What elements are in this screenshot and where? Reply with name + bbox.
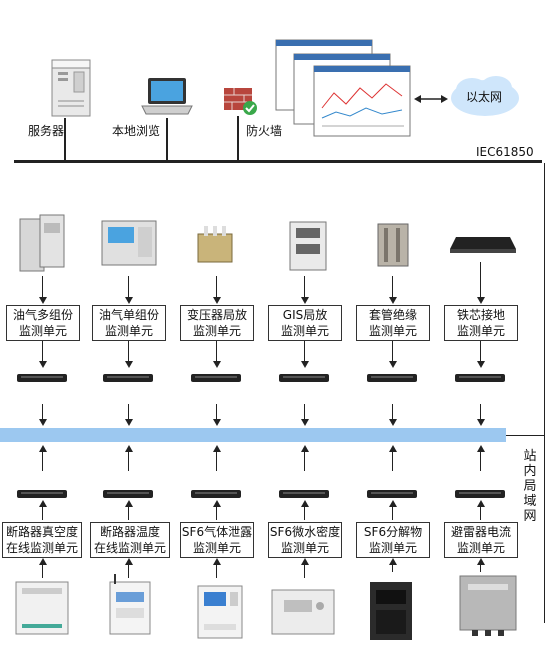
double-arrow xyxy=(414,90,448,103)
arrester-monitor-device-image xyxy=(458,574,518,638)
unit-breaker-temperature: 断路器温度在线监测单元 xyxy=(90,522,170,558)
firewall-label: 防火墙 xyxy=(246,124,283,138)
switch-icon xyxy=(367,374,417,382)
firewall-icon xyxy=(222,84,260,116)
switch-icon xyxy=(279,374,329,382)
unit-sf6-leak: SF6气体泄露监测单元 xyxy=(180,522,254,558)
switch-icon xyxy=(17,490,67,498)
temperature-monitor-device-image xyxy=(108,574,152,636)
server-label: 服务器 xyxy=(28,124,65,138)
switch-icon xyxy=(191,374,241,382)
switch-icon xyxy=(279,490,329,498)
unit-transformer-pd: 变压器局放监测单元 xyxy=(180,305,254,341)
analyzer-device-image xyxy=(100,219,158,267)
station-lan-bar xyxy=(0,428,506,442)
vacuum-monitor-device-image xyxy=(14,580,70,636)
station-lan-label: 站内局域网 xyxy=(523,449,537,524)
protocol-label: IEC61850 xyxy=(476,145,534,159)
sf6-micro-water-device-image xyxy=(270,588,336,636)
unit-oil-gas-single: 油气单组份监测单元 xyxy=(92,305,166,341)
cabinet-device-image xyxy=(18,213,68,273)
rack-device-image xyxy=(450,235,516,255)
server-icon xyxy=(48,56,94,118)
switch-icon xyxy=(191,490,241,498)
unit-arrester-current: 避雷器电流监测单元 xyxy=(444,522,518,558)
ethernet-cloud-icon xyxy=(446,72,524,120)
bushing-device-image xyxy=(376,222,410,268)
unit-oil-gas-multi: 油气多组份监测单元 xyxy=(6,305,80,341)
switch-icon xyxy=(103,490,153,498)
ethernet-label: 以太网 xyxy=(466,90,503,104)
unit-sf6-decomposition: SF6分解物监测单元 xyxy=(356,522,430,558)
unit-gis-pd: GIS局放监测单元 xyxy=(268,305,342,341)
sf6-leak-device-image xyxy=(196,584,244,640)
switch-icon xyxy=(367,490,417,498)
unit-bushing-insulation: 套管绝缘监测单元 xyxy=(356,305,430,341)
iec-bus-line xyxy=(14,160,542,163)
local-browse-label: 本地浏览 xyxy=(112,124,161,138)
switch-icon xyxy=(103,374,153,382)
laptop-icon xyxy=(140,76,194,116)
unit-core-grounding: 铁芯接地监测单元 xyxy=(444,305,518,341)
gis-device-image xyxy=(288,220,328,272)
monitoring-software-screens xyxy=(272,38,414,138)
sf6-decomposition-device-image xyxy=(368,580,414,642)
right-trunk-line xyxy=(544,163,545,623)
transformer-device-image xyxy=(192,224,238,266)
unit-sf6-micro-water: SF6微水密度监测单元 xyxy=(268,522,342,558)
unit-breaker-vacuum: 断路器真空度在线监测单元 xyxy=(2,522,82,558)
switch-icon xyxy=(455,490,505,498)
switch-icon xyxy=(455,374,505,382)
switch-icon xyxy=(17,374,67,382)
